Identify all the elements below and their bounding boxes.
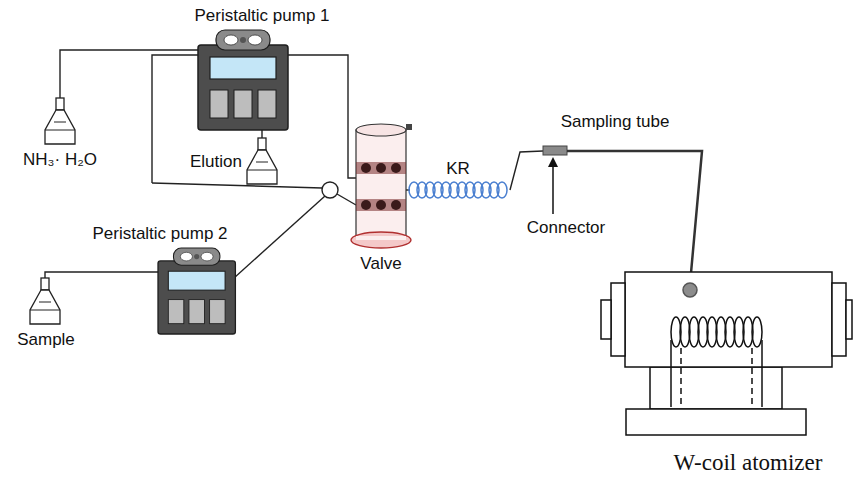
part-label: W-coil atomizer bbox=[674, 450, 823, 476]
reagent-label: Sample bbox=[17, 330, 75, 350]
tubing bbox=[45, 50, 543, 278]
junction bbox=[322, 182, 338, 198]
part-label: Peristaltic pump 1 bbox=[194, 6, 329, 26]
leader-arrow bbox=[552, 162, 554, 214]
reagent-label: Elution bbox=[190, 152, 242, 172]
part-label: Valve bbox=[360, 254, 401, 274]
knotted-reactor-coil bbox=[409, 182, 507, 198]
elution-bottle bbox=[247, 138, 277, 184]
valve bbox=[351, 124, 412, 248]
ammonia-bottle bbox=[45, 98, 75, 144]
part-label: Peristaltic pump 2 bbox=[92, 224, 227, 244]
atomizer bbox=[601, 272, 852, 435]
connector-part bbox=[543, 146, 567, 155]
sample-bottle bbox=[30, 278, 60, 324]
sampling-tube bbox=[567, 151, 702, 284]
part-label: Connector bbox=[527, 218, 605, 238]
part-label: Sampling tube bbox=[561, 112, 670, 132]
part-label: KR bbox=[446, 159, 470, 179]
pump-2 bbox=[158, 248, 235, 334]
reagent-label: NH₃· H₂O bbox=[23, 150, 97, 170]
pump-1 bbox=[198, 30, 288, 130]
